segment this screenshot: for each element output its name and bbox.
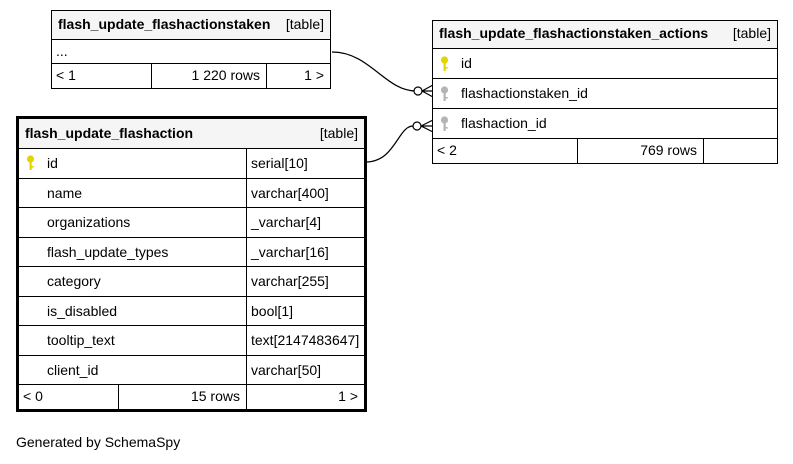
column-type: varchar[255] — [246, 267, 364, 296]
table-type-label: [table] — [319, 125, 358, 141]
column-row-name[interactable]: name varchar[400] — [19, 178, 364, 208]
column-name: flashaction_id — [461, 115, 547, 131]
column-name: flash_update_types — [47, 243, 169, 260]
column-name: client_id — [47, 361, 99, 378]
foreign-key-icon — [440, 85, 449, 101]
crowfoot-many-marker — [421, 84, 434, 98]
table-flashactionstaken[interactable]: flash_update_flashactionstaken [table] .… — [51, 10, 331, 89]
column-row-flash-update-types[interactable]: flash_update_types _varchar[16] — [19, 237, 364, 267]
parents-count[interactable]: < 2 — [437, 142, 457, 158]
column-name: tooltip_text — [47, 332, 115, 348]
table-name: flash_update_flashactionstaken — [58, 16, 271, 32]
column-row-tooltip-text[interactable]: tooltip_text text[2147483647] — [19, 326, 364, 356]
table-footer: < 1 1 220 rows 1 > — [52, 64, 330, 88]
table-flashaction[interactable]: flash_update_flashaction [table] id seri… — [16, 116, 367, 412]
table-name: flash_update_flashactionstaken_actions — [439, 25, 709, 41]
table-header: flash_update_flashactionstaken_actions [… — [433, 21, 777, 49]
column-row-is-disabled[interactable]: is_disabled bool[1] — [19, 296, 364, 326]
column-row-category[interactable]: category varchar[255] — [19, 267, 364, 297]
children-count[interactable]: 1 > — [246, 385, 364, 409]
table-type-label: [table] — [285, 16, 324, 32]
primary-key-icon — [440, 55, 449, 71]
table-flashactionstaken-actions[interactable]: flash_update_flashactionstaken_actions [… — [432, 20, 778, 164]
column-type: serial[10] — [246, 149, 364, 178]
column-row-flashactionstaken-id[interactable]: flashactionstaken_id — [433, 79, 777, 109]
foreign-key-icon — [440, 115, 449, 131]
column-name: organizations — [47, 214, 131, 230]
row-count: 769 rows — [577, 139, 703, 163]
column-row-flashaction-id[interactable]: flashaction_id — [433, 109, 777, 139]
columns-ellipsis-row: ... — [52, 40, 330, 64]
table-header: flash_update_flashactionstaken [table] — [52, 11, 330, 40]
crowfoot-zero-circle — [412, 121, 422, 131]
column-type: _varchar[4] — [246, 208, 364, 237]
generated-by-note: Generated by SchemaSpy — [16, 434, 181, 450]
column-type: bool[1] — [246, 296, 364, 325]
parents-count[interactable]: < 0 — [23, 388, 43, 404]
table-footer: < 2 769 rows — [433, 139, 777, 163]
columns-ellipsis: ... — [56, 43, 68, 59]
primary-key-icon — [26, 155, 35, 171]
relationship-line-flashaction — [365, 125, 414, 163]
column-row-id[interactable]: id — [433, 49, 777, 79]
column-type: varchar[400] — [246, 178, 364, 207]
row-count: 15 rows — [118, 385, 246, 409]
column-type: text[2147483647] — [246, 326, 364, 355]
row-count: 1 220 rows — [151, 64, 266, 88]
table-name: flash_update_flashaction — [25, 125, 194, 141]
crowfoot-zero-circle — [413, 86, 423, 96]
column-type: _varchar[16] — [246, 237, 364, 266]
table-footer: < 0 15 rows 1 > — [19, 385, 364, 409]
children-count[interactable] — [703, 139, 777, 163]
column-row-id[interactable]: id serial[10] — [19, 149, 364, 179]
column-row-client-id[interactable]: client_id varchar[50] — [19, 355, 364, 385]
column-name: flashactionstaken_id — [461, 85, 588, 101]
table-type-label: [table] — [732, 25, 771, 41]
column-name: category — [47, 273, 101, 289]
parents-count[interactable]: < 1 — [56, 67, 76, 83]
children-count[interactable]: 1 > — [266, 64, 330, 88]
column-name: is_disabled — [47, 302, 118, 319]
relationship-line-flashactionstaken — [331, 51, 417, 92]
column-type: varchar[50] — [246, 355, 364, 384]
column-name: name — [47, 184, 83, 201]
column-name: id — [461, 55, 472, 71]
crowfoot-many-marker — [420, 119, 434, 133]
table-header: flash_update_flashaction [table] — [19, 119, 364, 149]
column-name: id — [47, 155, 58, 171]
column-row-organizations[interactable]: organizations _varchar[4] — [19, 208, 364, 238]
